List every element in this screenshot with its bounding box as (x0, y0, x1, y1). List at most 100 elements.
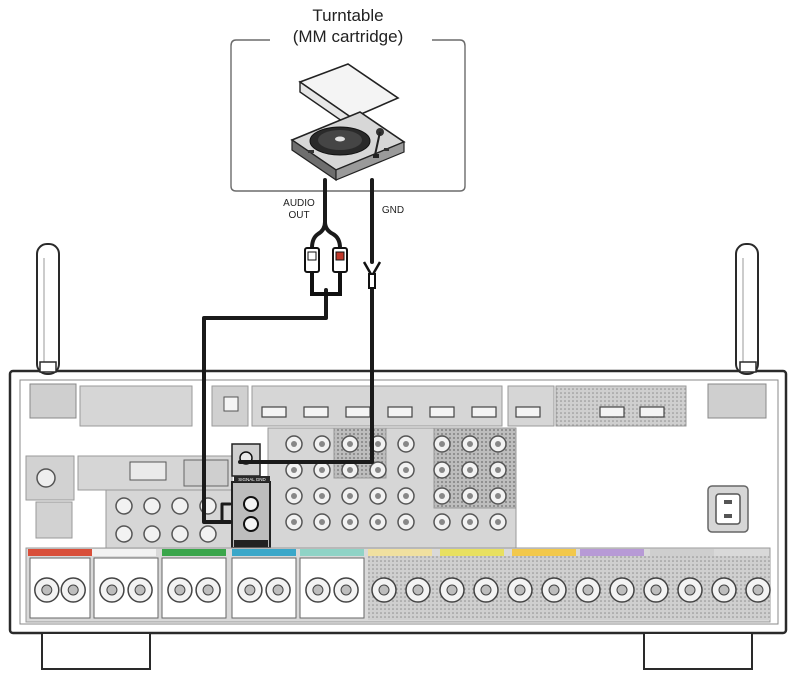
rca-jack-center (403, 519, 409, 525)
ground-wire (238, 178, 374, 464)
rca-jack-center (439, 467, 445, 473)
speaker-terminal-core (312, 584, 324, 596)
speaker-terminal-core (582, 584, 594, 596)
speaker-color-tab (232, 549, 296, 556)
speaker-color-tab (512, 549, 576, 556)
rca-jack-center (347, 467, 353, 473)
rca-jack-center (375, 519, 381, 525)
hdmi-port (599, 406, 625, 418)
hdmi-port (261, 406, 287, 418)
speaker-terminal-core (752, 584, 764, 596)
speaker-color-tab (440, 549, 504, 556)
speaker-color-tab (92, 549, 156, 556)
speaker-terminal-core (272, 584, 284, 596)
rca-jack-grid (115, 435, 507, 543)
rca-jack-center (467, 467, 473, 473)
rca-jack-center (319, 467, 325, 473)
speaker-terminal-core (174, 584, 186, 596)
antenna-icon (735, 243, 759, 375)
speaker-color-tab (28, 549, 92, 556)
speaker-terminals-hatched (368, 556, 770, 620)
rca-jack-center (375, 467, 381, 473)
audio-out-label-line2: OUT (288, 210, 310, 221)
hdmi-port (387, 406, 413, 418)
speaker-terminal-core (446, 584, 458, 596)
speaker-terminal-core (480, 584, 492, 596)
left-antenna-base (29, 383, 77, 419)
speaker-terminal-core (514, 584, 526, 596)
hdmi-in-panel (251, 385, 503, 427)
hdmi-port (471, 406, 497, 418)
rca-jack-center (403, 467, 409, 473)
rca-jack-center (495, 519, 501, 525)
speaker-terminal-icon (29, 557, 771, 619)
rca-jack (115, 525, 133, 543)
speaker-terminal-core (340, 584, 352, 596)
audio-out-label-line1: AUDIO (283, 198, 315, 209)
digital-audio-panel (79, 385, 193, 427)
right-foot (643, 632, 753, 670)
rca-jack-center (467, 519, 473, 525)
rca-jack-center (347, 519, 353, 525)
hdmi-port (345, 406, 371, 418)
rca-plug-icon (304, 247, 348, 296)
speaker-terminal-core (684, 584, 696, 596)
speaker-terminal-core (106, 584, 118, 596)
hdmi-out-panel (555, 385, 687, 427)
am-panel (35, 501, 73, 539)
speaker-terminal-core (378, 584, 390, 596)
speaker-terminal-core (616, 584, 628, 596)
hdmi-ports (261, 406, 665, 418)
rca-jack-center (467, 441, 473, 447)
speaker-color-tab (300, 549, 364, 556)
audio-cable (202, 178, 342, 524)
speaker-color-tab (580, 549, 644, 556)
speaker-terminal-core (134, 584, 146, 596)
ac-inlet-icon (707, 485, 749, 533)
speaker-color-tab (368, 549, 432, 556)
rca-jack-center (375, 493, 381, 499)
ground-spade-icon (362, 261, 382, 289)
speaker-terminal-core (548, 584, 560, 596)
turntable-frame (230, 39, 466, 192)
rca-jack-center (439, 441, 445, 447)
speaker-color-tab (650, 549, 714, 556)
left-foot (41, 632, 151, 670)
hdmi-in-panel-2 (507, 385, 555, 427)
rca-jack (171, 525, 189, 543)
rca-jack-center (319, 441, 325, 447)
phono-input-block (231, 481, 271, 549)
turntable-icon (290, 63, 406, 182)
rca-jack-center (291, 493, 297, 499)
speaker-color-tabs (28, 549, 714, 556)
speaker-color-tab (162, 549, 226, 556)
right-antenna-base (707, 383, 767, 419)
antenna-icon (36, 243, 60, 375)
speaker-terminal-core (412, 584, 424, 596)
hdmi-port (515, 406, 541, 418)
rca-jack-center (291, 519, 297, 525)
rca-jack-center (439, 493, 445, 499)
turntable-title: Turntable (312, 6, 384, 25)
rca-jack (143, 497, 161, 515)
rca-jack-center (403, 441, 409, 447)
rca-jack-center (319, 493, 325, 499)
speaker-terminal-core (202, 584, 214, 596)
rca-jack-center (291, 441, 297, 447)
rca-jack-center (495, 493, 501, 499)
rca-jack (143, 525, 161, 543)
rca-jack-center (319, 519, 325, 525)
rca-jack-center (495, 441, 501, 447)
rca-jack-center (347, 441, 353, 447)
signal-gnd-label: SIGNAL GND (238, 477, 266, 482)
rca-jack (171, 497, 189, 515)
hdmi-port (429, 406, 455, 418)
rca-jack (199, 525, 217, 543)
speaker-terminal-core (718, 584, 730, 596)
rca-jack-center (403, 493, 409, 499)
speaker-terminal-core (67, 584, 79, 596)
rca-jack-center (439, 519, 445, 525)
cartridge-subtitle: (MM cartridge) (292, 27, 404, 46)
rca-jack-center (347, 493, 353, 499)
